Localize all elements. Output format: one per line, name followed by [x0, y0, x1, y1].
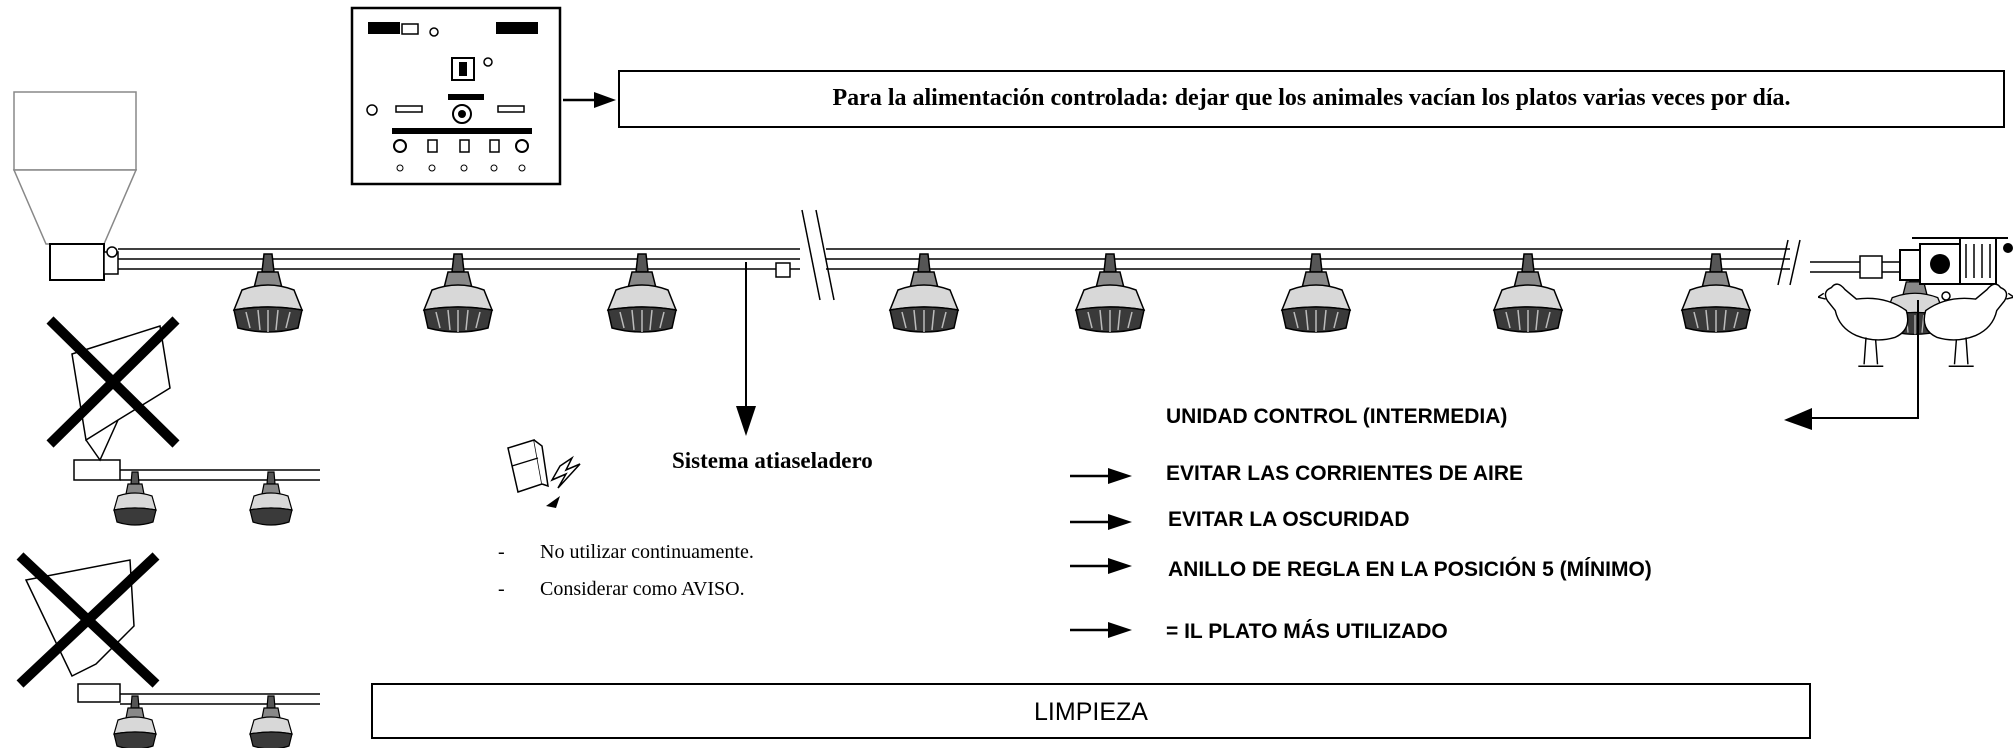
feeder-pan-icon — [233, 253, 303, 333]
arrow-right-icon — [1070, 622, 1132, 638]
cross-mark-icon — [46, 316, 320, 481]
line-break-mark — [1777, 239, 1801, 286]
sensor-device-icon — [507, 439, 549, 493]
sensor-note: No utilizar continuamente. — [540, 541, 754, 563]
sensor-note: Considerar como AVISO. — [540, 578, 745, 600]
sensor-label: Sistema atiaseladero — [672, 448, 873, 473]
sensor-pointer-arrow — [736, 262, 756, 436]
control-unit-item: EVITAR LAS CORRIENTES DE AIRE — [1166, 462, 1524, 485]
motor-unit-icon — [1859, 237, 2013, 301]
arrow-right-icon — [563, 92, 616, 108]
arrow-right-icon — [1070, 514, 1132, 530]
cleaning-label: LIMPIEZA — [1034, 698, 1148, 726]
cross-mark-icon — [16, 552, 320, 705]
arrow-right-icon — [1070, 558, 1132, 574]
control-unit-item: ANILLO DE REGLA EN LA POSICIÓN 5 (MÍNIMO… — [1168, 558, 1652, 581]
feeder-pan-icon — [1681, 253, 1751, 333]
instruction-text: Para la alimentación controlada: dejar q… — [832, 85, 1791, 111]
instruction-box: Para la alimentación controlada: dejar q… — [618, 70, 2005, 128]
control-unit-pointer — [1784, 300, 1919, 430]
feeder-pan-icon — [607, 253, 677, 333]
control-panel-icon — [350, 6, 562, 186]
feed-hopper-icon — [12, 91, 138, 281]
feed-line — [118, 248, 1900, 278]
control-unit-item: EVITAR LA OSCURIDAD — [1168, 508, 1410, 531]
lightning-icon — [546, 455, 581, 508]
feeder-pan-icon — [889, 253, 959, 333]
control-unit-title: UNIDAD CONTROL (INTERMEDIA) — [1166, 405, 1508, 428]
sensor-note-dash: - — [498, 541, 505, 563]
feeder-pan-icon — [423, 253, 493, 333]
line-break-mark — [801, 209, 835, 301]
cleaning-box: LIMPIEZA — [371, 683, 1811, 739]
feeder-pan-icon — [1281, 253, 1351, 333]
arrow-right-icon — [1070, 468, 1132, 484]
control-unit-item: = IL PLATO MÁS UTILIZADO — [1166, 620, 1448, 643]
feeder-pan-icon — [1493, 253, 1563, 333]
feeder-pan-icon — [1075, 253, 1145, 333]
sensor-note-dash: - — [498, 578, 505, 600]
chicken-icon — [1923, 283, 2013, 368]
